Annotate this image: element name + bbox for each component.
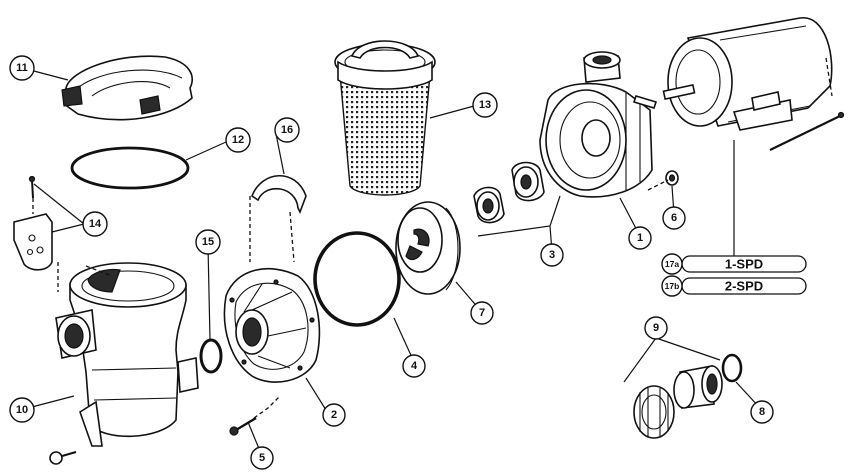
motor xyxy=(662,17,833,131)
callout-number: 9 xyxy=(653,322,659,334)
callout-number: 3 xyxy=(549,249,555,261)
housing-drain-plug xyxy=(49,451,77,465)
strainer-cover-lid xyxy=(61,55,193,121)
callout-7: 7 xyxy=(470,301,494,325)
clamp-ring xyxy=(251,174,307,214)
callout-number: 6 xyxy=(671,212,677,224)
motor-option-tag: 17a xyxy=(665,259,679,269)
callout-5: 5 xyxy=(250,446,274,470)
callout-number: 11 xyxy=(16,62,28,74)
callout-8: 8 xyxy=(750,400,774,424)
diffuser-o-ring xyxy=(199,338,223,374)
callout-number: 12 xyxy=(232,134,244,146)
motor-option-text: 2-SPD xyxy=(725,279,763,294)
strainer-basket xyxy=(334,40,436,196)
lid-o-ring xyxy=(70,146,190,190)
adapter-washer xyxy=(665,170,679,186)
callout-number: 13 xyxy=(479,99,491,111)
callout-number: 1 xyxy=(637,232,643,244)
seal-plate-bolt xyxy=(229,416,257,436)
callout-16: 16 xyxy=(274,117,300,143)
callout-10: 10 xyxy=(9,397,35,423)
callout-12: 12 xyxy=(225,127,251,153)
callout-15: 15 xyxy=(195,229,221,255)
callout-2: 2 xyxy=(322,403,346,427)
motor-adapter-housing xyxy=(539,51,658,198)
impeller xyxy=(395,201,461,295)
seal-plate xyxy=(223,268,321,383)
motor-through-bolt xyxy=(769,111,845,151)
union-nut xyxy=(633,385,675,439)
callout-4: 4 xyxy=(402,354,426,378)
callout-11: 11 xyxy=(9,55,35,81)
callout-number: 15 xyxy=(202,236,214,248)
shaft-seal-stationary xyxy=(511,161,545,202)
callout-number: 2 xyxy=(331,409,337,421)
callout-number: 4 xyxy=(411,360,418,372)
callout-number: 5 xyxy=(259,452,265,464)
callout-13: 13 xyxy=(472,92,498,118)
motor-option-2spd: 17b 2-SPD xyxy=(661,275,807,297)
motor-option-tag: 17b xyxy=(665,281,680,291)
callout-number: 8 xyxy=(759,406,765,418)
callout-6: 6 xyxy=(662,206,686,230)
shaft-seal-rotating xyxy=(473,186,505,224)
callout-1: 1 xyxy=(628,226,652,250)
union-tailpiece xyxy=(673,365,723,409)
callout-number: 7 xyxy=(479,307,485,319)
drain-bracket xyxy=(13,213,53,271)
callout-9: 9 xyxy=(644,316,668,340)
callout-number: 10 xyxy=(16,404,28,416)
callout-number: 16 xyxy=(281,124,293,136)
callout-14: 14 xyxy=(82,211,108,237)
callout-number: 14 xyxy=(89,218,102,230)
strainer-housing xyxy=(55,262,199,447)
housing-o-ring xyxy=(313,231,401,327)
motor-option-text: 1-SPD xyxy=(725,257,763,272)
bracket-screw xyxy=(28,175,36,199)
motor-option-1spd: 17a 1-SPD xyxy=(661,253,807,275)
callout-3: 3 xyxy=(540,243,564,267)
union-o-ring xyxy=(721,353,743,383)
